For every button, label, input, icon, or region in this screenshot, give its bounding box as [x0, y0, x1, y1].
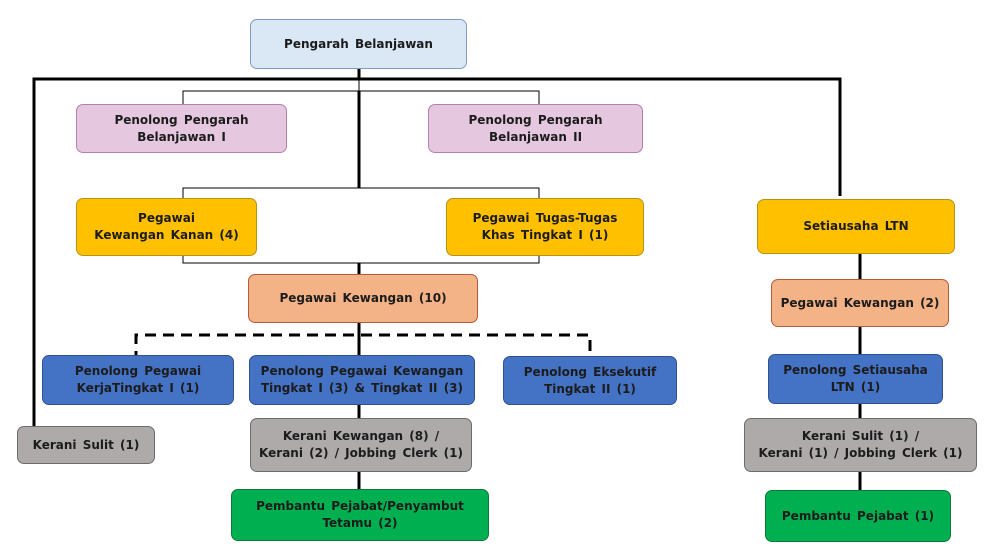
node-pembantu-pejabat: Pembantu Pejabat (1) — [765, 490, 951, 542]
connector-penolong-bracket — [182, 90, 540, 104]
node-pembantu-penyambut: Pembantu Pejabat/Penyambut Tetamu (2) — [231, 489, 489, 541]
connector-dashed — [134, 333, 592, 362]
connector-top-frame — [32, 77, 842, 430]
node-pengarah-belanjawan: Pengarah Belanjawan — [250, 19, 467, 69]
node-pegawai-tugas-khas: Pegawai Tugas-Tugas Khas Tingkat I (1) — [446, 198, 644, 256]
node-kerani-sulit: Kerani Sulit (1) — [17, 426, 155, 464]
node-kerani-sulit-2: Kerani Sulit (1) / Kerani (1) / Jobbing … — [744, 418, 977, 472]
node-penolong-pegawai-kerja: Penolong Pegawai KerjaTingkat I (1) — [42, 355, 234, 405]
connector-pegawai-bottom-bracket — [182, 256, 540, 264]
node-kerani-kewangan: Kerani Kewangan (8) / Kerani (2) / Jobbi… — [250, 418, 472, 472]
node-penolong-pengarah-1: Penolong Pengarah Belanjawan I — [76, 104, 287, 153]
node-penolong-pegawai-kewangan: Penolong Pegawai Kewangan Tingkat I (3) … — [249, 355, 475, 405]
connector-pegawai-bracket — [182, 187, 540, 198]
node-pegawai-kewangan-kanan: Pegawai Kewangan Kanan (4) — [76, 198, 257, 256]
node-penolong-setiausaha: Penolong Setiausaha LTN (1) — [768, 354, 943, 404]
node-setiausaha-ltn: Setiausaha LTN — [757, 199, 955, 254]
node-penolong-pengarah-2: Penolong Pengarah Belanjawan II — [428, 104, 643, 153]
node-pegawai-kewangan-2: Pegawai Kewangan (2) — [771, 279, 949, 327]
node-penolong-eksekutif: Penolong Eksekutif Tingkat II (1) — [503, 356, 677, 405]
node-pegawai-kewangan-10: Pegawai Kewangan (10) — [248, 274, 478, 323]
